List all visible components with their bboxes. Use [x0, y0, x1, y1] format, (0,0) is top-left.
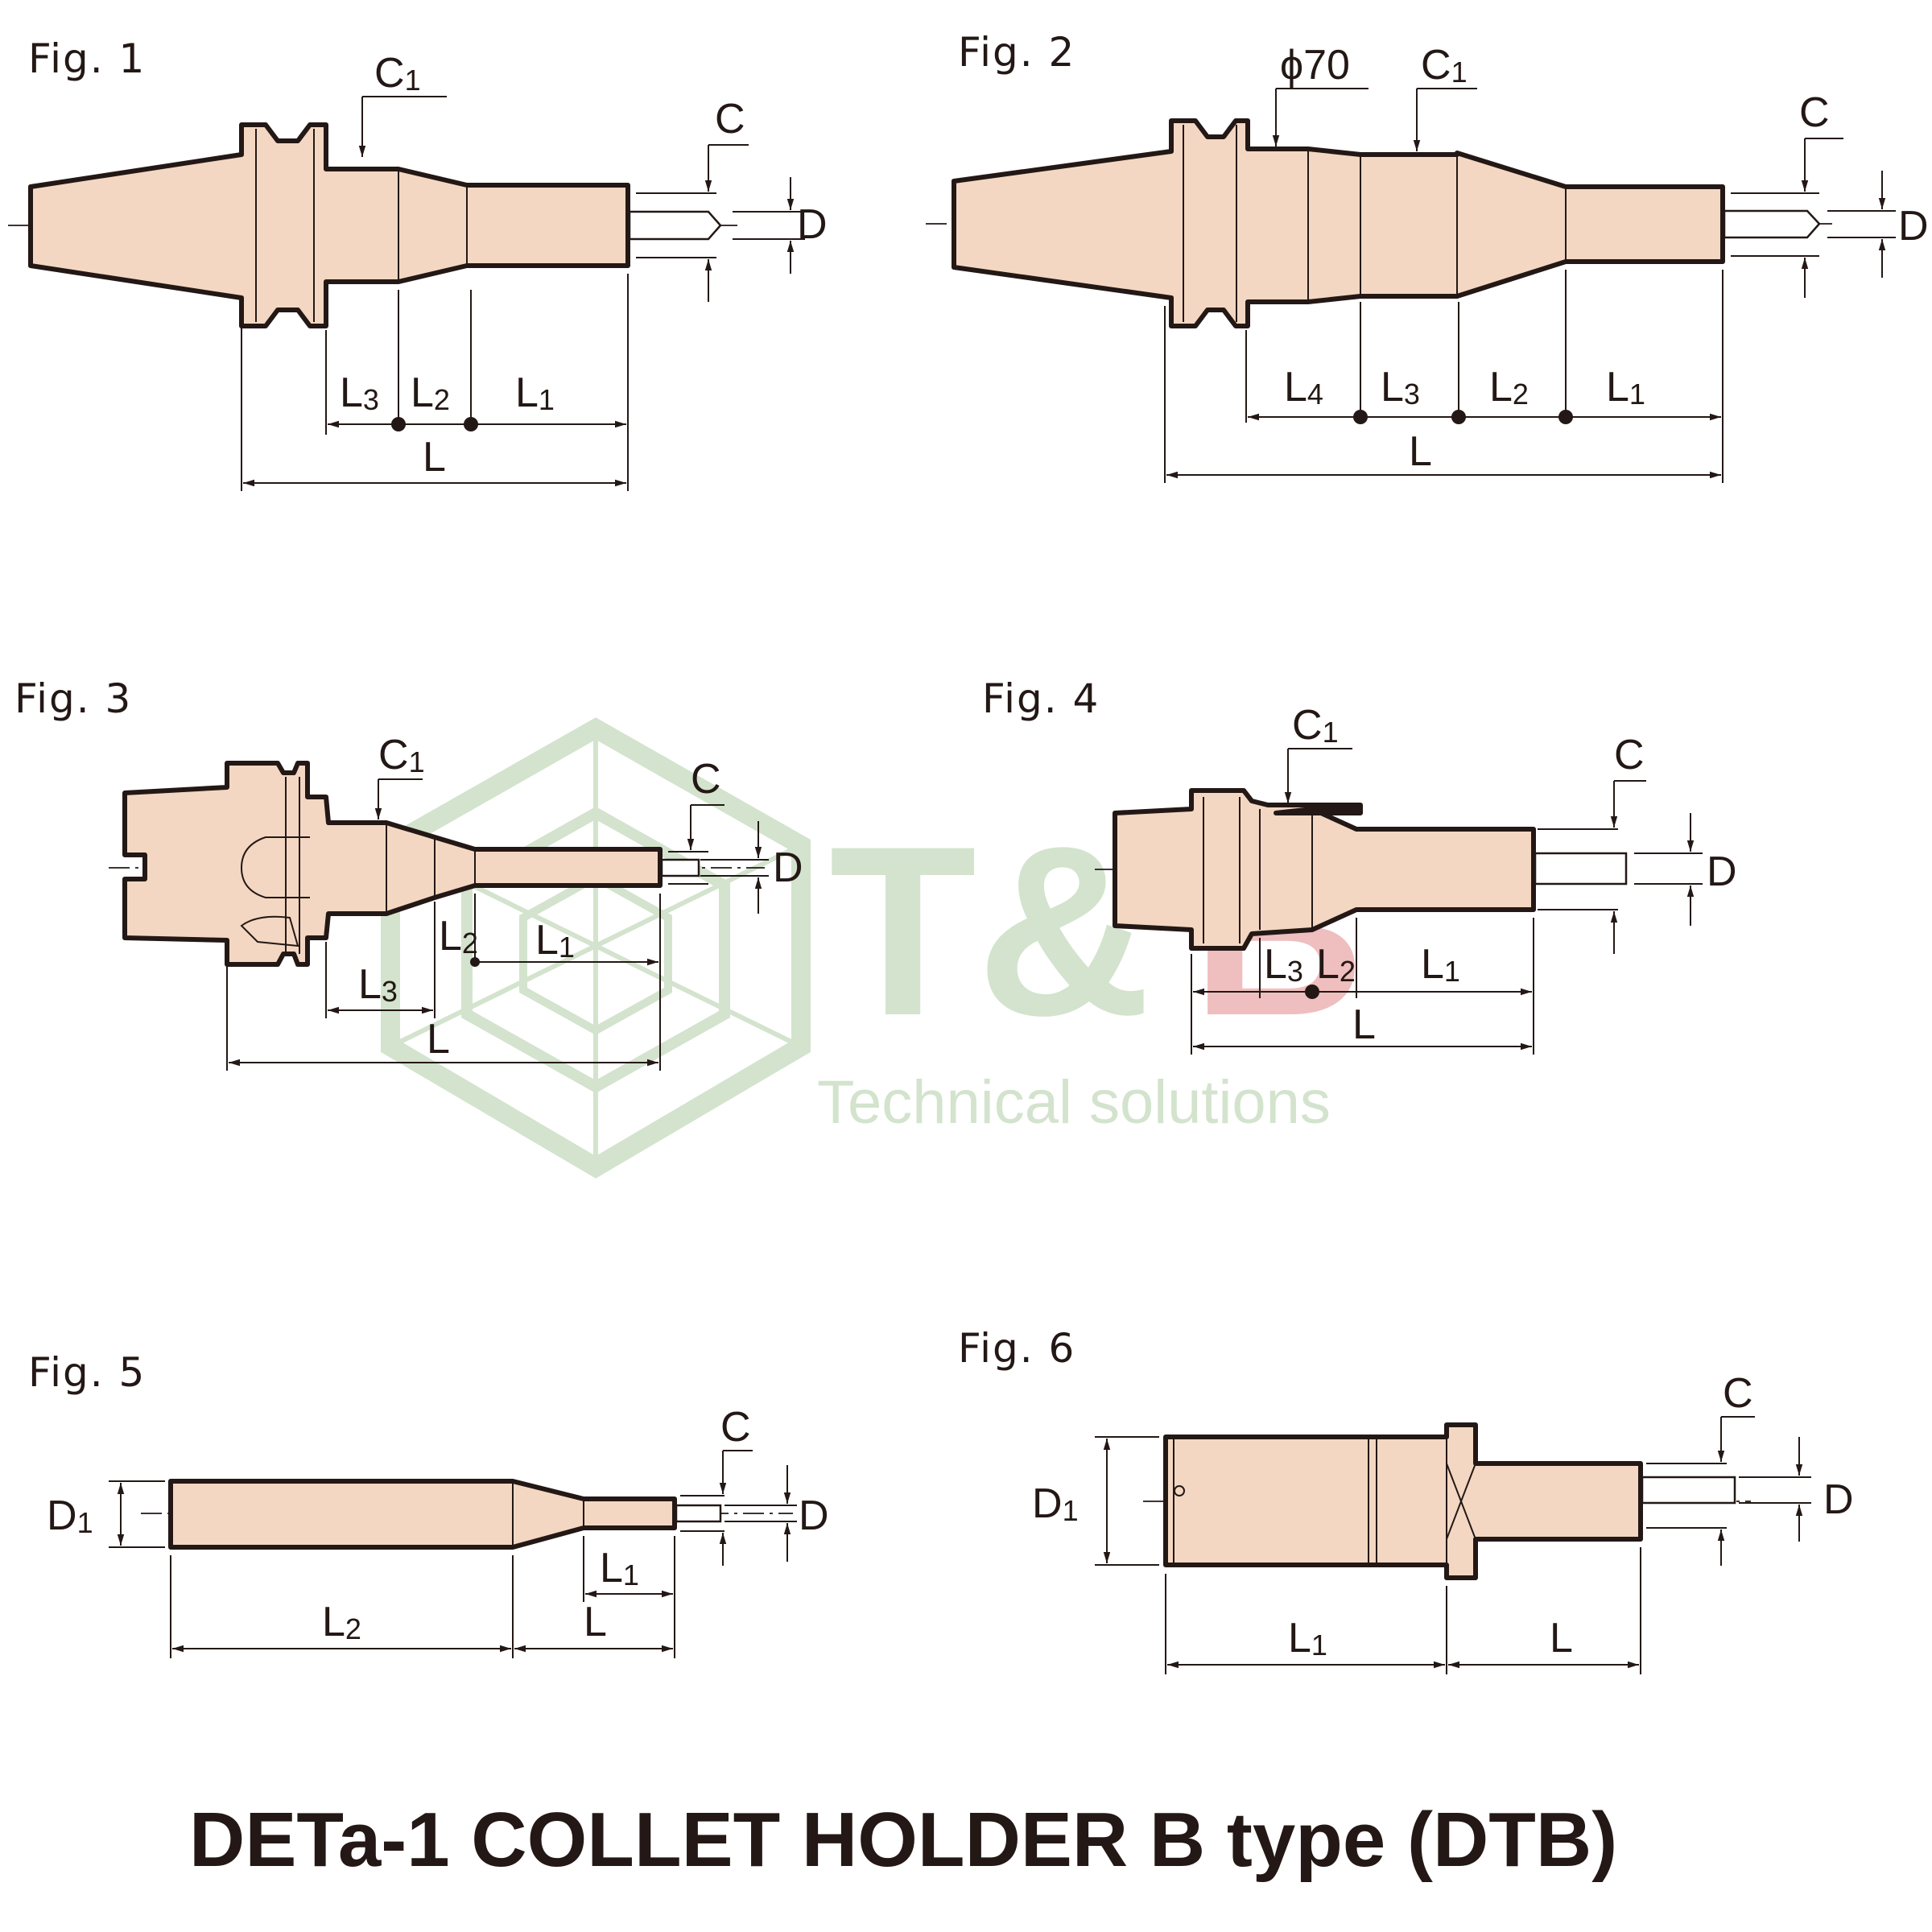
figure-1-label: Fig. 1 [28, 35, 146, 82]
figure-1: Fig. 1 C C1 D L3 [8, 35, 828, 491]
figure-1-c-label: C [715, 96, 745, 142]
figure-2: Fig. 2 C ϕ70 C1 D [926, 29, 1929, 483]
figure-4-l3-label: L3 [1264, 941, 1303, 988]
figure-1-cutter [628, 210, 722, 241]
figure-1-l-label: L [423, 434, 446, 481]
figure-2-c-label: C [1799, 89, 1830, 136]
figure-3-cutter [660, 858, 700, 877]
figure-3-label: Fig. 3 [14, 675, 132, 722]
figure-3-d-label: D [773, 844, 803, 891]
figure-2-l1-label: L1 [1606, 364, 1645, 411]
figure-2-l4-label: L4 [1284, 364, 1323, 411]
figure-6-d-label: D [1823, 1476, 1854, 1523]
figure-2-holder-body [952, 118, 1725, 328]
figure-2-label: Fig. 2 [958, 29, 1075, 76]
figure-6-l-label: L [1550, 1615, 1573, 1662]
figure-5-l1-label: L1 [600, 1545, 639, 1591]
figure-2-l-label: L [1409, 428, 1432, 475]
figure-3-l1-label: L1 [535, 917, 575, 964]
figure-4-l1-label: L1 [1421, 941, 1460, 988]
figure-2-c1-label: C1 [1421, 42, 1468, 89]
figure-3-c1-label: C1 [378, 732, 425, 778]
figure-2-phi70-label: ϕ70 [1280, 42, 1350, 89]
figure-4-l2-label: L2 [1316, 941, 1356, 988]
figure-2-cutter [1723, 209, 1821, 239]
figure-1-c1-label: C1 [374, 50, 421, 97]
figure-1-l1-label: L1 [515, 369, 555, 416]
figure-6-l1-label: L1 [1288, 1615, 1327, 1662]
watermark-tagline: Technical solutions [817, 1068, 1331, 1137]
figure-4: Fig. 4 C C1 D L3 L2 L [982, 675, 1737, 1055]
figure-5-l2-label: L2 [322, 1599, 361, 1645]
figure-5-l-label: L [584, 1599, 607, 1645]
figure-1-l3-label: L3 [340, 369, 379, 416]
figure-4-c1-label: C1 [1292, 702, 1339, 749]
figure-6-d1-label: D1 [1032, 1480, 1079, 1527]
figure-6: Fig. 6 C D D1 L1 L [958, 1325, 1854, 1674]
figure-1-holder-body [28, 122, 630, 328]
figure-2-l2-label: L2 [1489, 364, 1529, 411]
figure-5-d-label: D [799, 1492, 829, 1539]
figure-4-cutter [1534, 852, 1628, 886]
figure-3-l2-label: L2 [439, 913, 478, 960]
figure-5-cutter [675, 1504, 722, 1523]
figure-1-d-label: D [797, 201, 828, 248]
figure-5-holder-body [168, 1479, 677, 1550]
figure-3-c-label: C [691, 756, 721, 803]
figure-4-label: Fig. 4 [982, 675, 1100, 722]
figure-1-l2-label: L2 [411, 369, 450, 416]
figure-3: Fig. 3 C C1 D L2 [14, 675, 803, 1071]
figure-5: Fig. 5 C D D1 L1 L2 L [28, 1349, 829, 1658]
figure-6-holder-body [1163, 1422, 1643, 1580]
figure-4-holder-body [1113, 788, 1536, 951]
figure-4-l-label: L [1352, 1001, 1376, 1048]
watermark-logo-text: T& [829, 795, 1151, 1066]
figure-3-l3-label: L3 [358, 961, 398, 1008]
figure-6-label: Fig. 6 [958, 1325, 1075, 1372]
figure-2-d-label: D [1898, 203, 1929, 250]
figure-6-c-label: C [1723, 1370, 1753, 1417]
page-title: DETa-1 COLLET HOLDER B type (DTB) [189, 1797, 1617, 1883]
figure-5-label: Fig. 5 [28, 1349, 146, 1396]
figure-5-c-label: C [720, 1404, 751, 1451]
figure-4-c-label: C [1614, 732, 1645, 778]
figure-2-l3-label: L3 [1381, 364, 1420, 411]
figure-6-cutter [1641, 1476, 1736, 1505]
figure-3-l-label: L [427, 1016, 450, 1063]
figure-4-d-label: D [1707, 848, 1737, 895]
figure-5-d1-label: D1 [47, 1492, 93, 1539]
